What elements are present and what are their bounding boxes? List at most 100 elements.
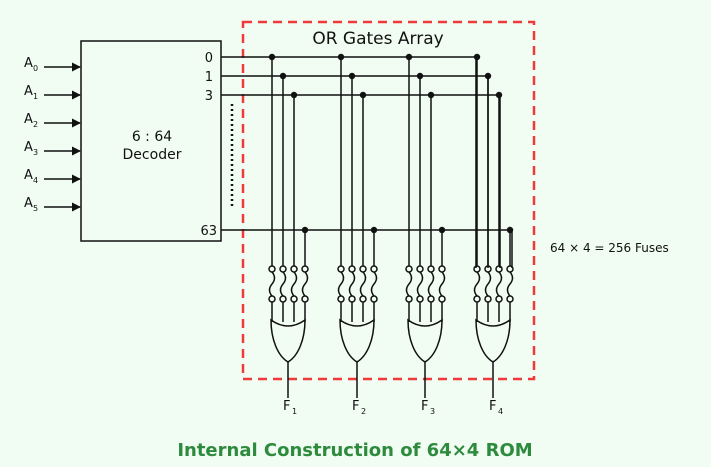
fuse-terminal (473, 265, 481, 273)
input-subscript: 1 (33, 92, 38, 101)
fuse-terminal (279, 265, 287, 273)
output-label-1: 1 (205, 70, 213, 85)
input-a0: A 0 (24, 56, 81, 73)
function-outputs: F 1 F 2 F 3 F 4 (283, 399, 503, 416)
fuse-terminal (290, 295, 298, 303)
fuse-link (495, 271, 503, 297)
fuse-link (370, 271, 378, 297)
fuse-link (473, 271, 481, 297)
fuse-terminal (473, 295, 481, 303)
fuse-terminal (370, 295, 378, 303)
input-a5: A 5 (24, 196, 81, 213)
input-a1: A 1 (24, 84, 81, 101)
fuse-terminal (370, 265, 378, 273)
fuse-terminal (348, 295, 356, 303)
connection-dot (348, 72, 356, 80)
output-subscript: 4 (498, 407, 503, 416)
fuse-terminal (301, 265, 309, 273)
connection-dot (484, 72, 492, 80)
fuse-terminal (495, 295, 503, 303)
or-gate (475, 318, 511, 363)
fuse-link (279, 271, 287, 297)
fuse-terminal (438, 265, 446, 273)
fuse-link (416, 271, 424, 297)
connection-dot (427, 91, 435, 99)
output-f4: F 4 (489, 399, 503, 416)
input-letter: A (24, 56, 33, 71)
connection-dot (268, 53, 276, 61)
fuse-terminal (416, 265, 424, 273)
fuse-terminal (427, 295, 435, 303)
decoder-label: Decoder (123, 147, 182, 163)
output-letter: F (489, 399, 496, 414)
output-label-0: 0 (205, 51, 213, 66)
fuse-terminal (279, 295, 287, 303)
output-subscript: 2 (361, 407, 366, 416)
input-a2: A 2 (24, 112, 81, 129)
output-letter: F (283, 399, 290, 414)
fuse-terminal (268, 295, 276, 303)
or-gate (339, 318, 375, 363)
input-subscript: 5 (33, 204, 38, 213)
fuse-terminal (484, 295, 492, 303)
output-letter: F (421, 399, 428, 414)
caption: Internal Construction of 64×4 ROM (177, 440, 532, 461)
connection-dot (359, 91, 367, 99)
fuse-terminal (416, 295, 424, 303)
connection-dot (405, 53, 413, 61)
fuse-terminal (359, 295, 367, 303)
output-subscript: 1 (292, 407, 297, 416)
fuse-terminal (506, 265, 514, 273)
input-subscript: 2 (33, 120, 38, 129)
fuse-link (438, 271, 446, 297)
connection-dot (416, 72, 424, 80)
fuse-link (301, 271, 309, 297)
input-letter: A (24, 84, 33, 99)
output-letter: F (352, 399, 359, 414)
fuse-terminal (506, 295, 514, 303)
fuse-link (348, 271, 356, 297)
fuse-link (427, 271, 435, 297)
decoder-ratio: 6 : 64 (132, 129, 172, 145)
fuse-terminal (337, 265, 345, 273)
connection-dot (495, 91, 503, 99)
fuse-terminal (495, 265, 503, 273)
input-subscript: 3 (33, 148, 38, 157)
output-label-3: 3 (205, 89, 213, 104)
fuse-terminal (405, 295, 413, 303)
input-letter: A (24, 112, 33, 127)
or-gate (407, 318, 443, 363)
input-subscript: 4 (33, 176, 38, 185)
connection-dot (279, 72, 287, 80)
input-a3: A 3 (24, 140, 81, 157)
fuse-link (359, 271, 367, 297)
output-label-63: 63 (200, 224, 217, 239)
input-letter: A (24, 168, 33, 183)
connection-dot (370, 226, 378, 234)
fuse-link (506, 271, 514, 297)
fuse-link (268, 271, 276, 297)
output-subscript: 3 (430, 407, 435, 416)
fuse-terminal (427, 265, 435, 273)
fuses-note: 64 × 4 = 256 Fuses (550, 241, 669, 255)
fuse-terminal (290, 265, 298, 273)
connection-dot (473, 53, 481, 61)
fuse-link (484, 271, 492, 297)
decoder-inputs: A 0 A 1 A 2 A 3 A 4 A 5 (24, 56, 81, 213)
input-a4: A 4 (24, 168, 81, 185)
connection-dot (438, 226, 446, 234)
connection-dot (337, 53, 345, 61)
fuse-terminal (337, 295, 345, 303)
connection-dot (290, 91, 298, 99)
fuse-terminal (301, 295, 309, 303)
input-letter: A (24, 196, 33, 211)
output-f1: F 1 (283, 399, 297, 416)
fuse-link (337, 271, 345, 297)
connection-dot (506, 226, 514, 234)
fuse-terminal (438, 295, 446, 303)
fuse-link (405, 271, 413, 297)
input-subscript: 0 (33, 64, 38, 73)
or-array-title: OR Gates Array (312, 29, 443, 49)
